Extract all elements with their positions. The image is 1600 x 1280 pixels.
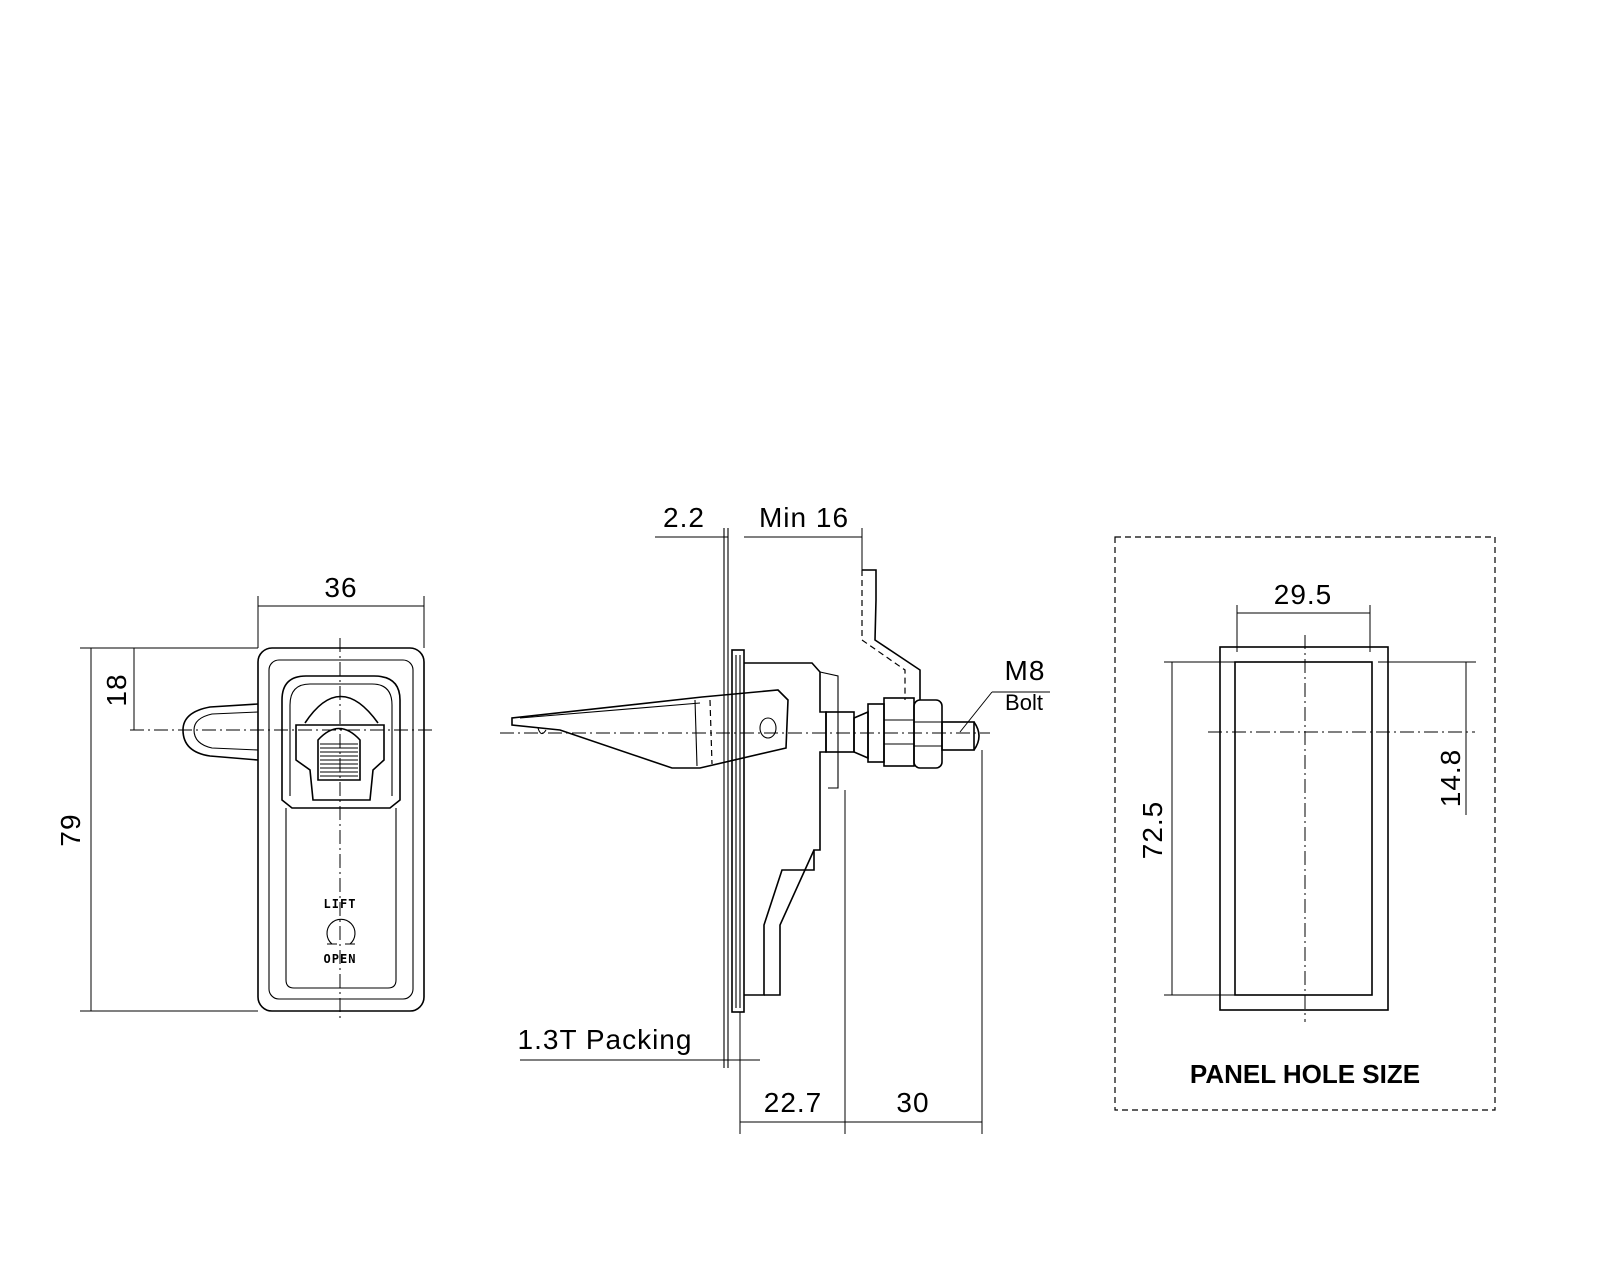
side-bolt-label: Bolt — [1005, 690, 1043, 715]
side-bolt-size: M8 — [1005, 655, 1046, 686]
front-dim-width: 36 — [324, 572, 357, 603]
front-view: LIFT OPEN 36 79 18 — [55, 572, 436, 1022]
rotate-arrow-icon — [326, 918, 356, 945]
side-view: 2.2 Min 16 M8 Bolt 1.3T Packing 22.7 30 — [500, 502, 1050, 1134]
side-dim-min-depth: Min 16 — [759, 502, 849, 533]
side-stud — [825, 711, 855, 753]
panel-hole-title: PANEL HOLE SIZE — [1190, 1059, 1420, 1089]
front-dim-handle-offset: 18 — [101, 673, 132, 706]
panel-hole-dim-offset: 14.8 — [1435, 749, 1466, 808]
front-outer-body — [257, 647, 425, 1012]
panel-hole-dim-height: 72.5 — [1137, 801, 1168, 860]
side-bolt — [941, 721, 975, 751]
front-dim-height: 79 — [55, 813, 86, 846]
panel-hole-frame — [1114, 536, 1496, 1111]
side-body — [744, 662, 827, 996]
panel-hole-view: 29.5 72.5 14.8 PANEL HOLE SIZE — [1114, 536, 1496, 1111]
front-grip — [317, 727, 361, 781]
side-washer — [913, 699, 943, 769]
side-dim-bolt-length: 30 — [896, 1087, 929, 1118]
side-lever — [511, 689, 789, 769]
front-handle-arc — [304, 695, 379, 724]
panel-hole-inner — [1234, 661, 1373, 996]
front-handle-pocket — [281, 675, 401, 809]
side-panel-plate — [731, 649, 745, 1013]
side-packing-label: 1.3T Packing — [518, 1024, 693, 1055]
side-dim-body-depth: 22.7 — [764, 1087, 823, 1118]
panel-hole-dim-width: 29.5 — [1274, 579, 1333, 610]
front-inner-body — [268, 659, 414, 1000]
side-cam — [862, 569, 921, 700]
panel-hole-outline — [1219, 646, 1389, 1011]
side-dim-panel-thickness: 2.2 — [663, 502, 705, 533]
side-nut — [883, 697, 915, 767]
